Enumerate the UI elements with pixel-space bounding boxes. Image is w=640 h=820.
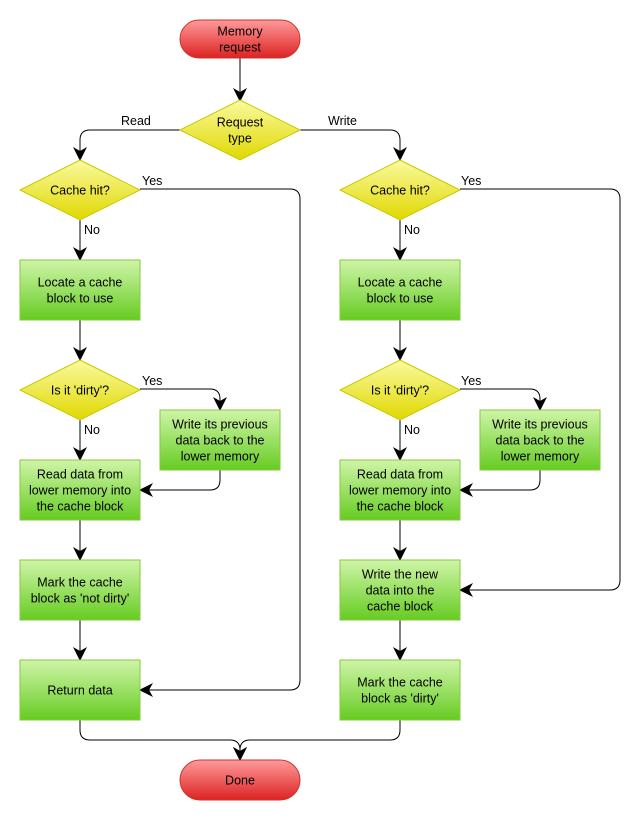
text-line: Write its previous (492, 418, 588, 432)
label-write-hit-yes: Yes (461, 174, 481, 188)
label-write-dirty-yes: Yes (461, 374, 481, 388)
edge-write-writeback-to-readdata (459, 470, 541, 497)
text-line: Is it 'dirty'? (51, 384, 109, 398)
process-write-locate-text: Locate a cache block to use (358, 276, 443, 306)
process-write-locate: Locate a cache block to use (339, 259, 461, 321)
edge-read-dirty-yes (140, 388, 227, 411)
text-line: block to use (47, 292, 114, 306)
label-read: Read (121, 114, 151, 128)
process-write-newdata: Write the new data into the cache block (339, 559, 461, 621)
decision-write-dirty: Is it 'dirty'? (338, 359, 462, 421)
decision-request-type: Request type (178, 99, 302, 161)
text-line: Return data (47, 684, 112, 698)
label-write: Write (328, 114, 357, 128)
decision-read-dirty: Is it 'dirty'? (18, 359, 142, 421)
terminal-done: Done (179, 759, 301, 801)
terminal-start-text: Memory request (217, 25, 263, 55)
text-line: the cache block (37, 500, 125, 514)
edge-read (73, 129, 180, 161)
text-line: Request (217, 116, 264, 130)
edge-write (300, 129, 407, 161)
text-line: Is it 'dirty'? (371, 384, 429, 398)
text-line: block as 'not dirty' (31, 592, 130, 606)
label-write-hit-no: No (404, 223, 420, 237)
text-line: block to use (367, 292, 434, 306)
label-read-hit-yes: Yes (142, 174, 162, 188)
edges (73, 58, 621, 761)
process-read-return: Return data (19, 659, 141, 721)
text-line: lower memory (181, 450, 260, 464)
decision-write-dirty-text: Is it 'dirty'? (371, 384, 429, 398)
edge-write-dirty-yes (460, 388, 547, 411)
text-line: Done (225, 774, 255, 788)
process-read-mark-text: Mark the cache block as 'not dirty' (31, 576, 130, 606)
edge-labels: Read Write Yes No Yes No Yes No Yes No (84, 114, 481, 437)
process-read-readdata: Read data from lower memory into the cache… (19, 459, 141, 521)
text-line: block as 'dirty' (361, 692, 439, 706)
decision-read-cache-hit: Cache hit? (18, 159, 142, 221)
text-line: cache block (367, 600, 434, 614)
process-write-writeback: Write its previous data back to the lower … (479, 409, 601, 471)
text-line: data back to the (176, 434, 265, 448)
process-write-mark-text: Mark the cache block as 'dirty' (357, 676, 443, 706)
process-read-readdata-text: Read data from lower memory into the cache… (29, 468, 131, 514)
process-read-writeback-text: Write its previous data back to the lower … (172, 418, 268, 464)
process-write-writeback-text: Write its previous data back to the lower … (492, 418, 588, 464)
text-line: data into the (366, 584, 435, 598)
process-write-newdata-text: Write the new data into the cache block (362, 568, 439, 614)
edge-read-writeback-to-readdata (139, 470, 221, 497)
decision-request-type-text: Request type (217, 116, 264, 146)
text-line: lower memory into (349, 484, 451, 498)
edge-read-hit-yes (139, 188, 301, 697)
process-read-mark: Mark the cache block as 'not dirty' (19, 559, 141, 621)
text-line: Mark the cache (357, 676, 443, 690)
text-line: Locate a cache (38, 276, 123, 290)
terminal-start: Memory request (179, 19, 301, 59)
label-read-dirty-yes: Yes (142, 374, 162, 388)
text-line: lower memory (501, 450, 580, 464)
text-line: Read data from (37, 468, 123, 482)
label-write-dirty-no: No (404, 423, 420, 437)
label-read-dirty-no: No (84, 423, 100, 437)
label-read-hit-no: No (84, 223, 100, 237)
text-line: lower memory into (29, 484, 131, 498)
text-line: type (228, 132, 252, 146)
process-write-readdata: Read data from lower memory into the cache… (339, 459, 461, 521)
text-line: request (219, 41, 261, 55)
process-read-locate-text: Locate a cache block to use (38, 276, 123, 306)
process-read-return-text: Return data (47, 684, 112, 698)
decision-read-dirty-text: Is it 'dirty'? (51, 384, 109, 398)
text-line: Cache hit? (50, 184, 110, 198)
process-read-writeback: Write its previous data back to the lower … (159, 409, 281, 471)
text-line: Cache hit? (370, 184, 430, 198)
edge-write-mark-to-done (233, 720, 401, 761)
process-write-mark: Mark the cache block as 'dirty' (339, 659, 461, 721)
process-read-locate: Locate a cache block to use (19, 259, 141, 321)
text-line: Read data from (357, 468, 443, 482)
text-line: Memory (217, 25, 263, 39)
text-line: Locate a cache (358, 276, 443, 290)
decision-write-cache-hit-text: Cache hit? (370, 184, 430, 198)
text-line: Write its previous (172, 418, 268, 432)
process-write-readdata-text: Read data from lower memory into the cache… (349, 468, 451, 514)
text-line: Write the new (362, 568, 439, 582)
text-line: Mark the cache (37, 576, 123, 590)
text-line: the cache block (357, 500, 445, 514)
text-line: data back to the (496, 434, 585, 448)
terminal-done-text: Done (225, 774, 255, 788)
edge-write-hit-yes (459, 188, 621, 597)
decision-read-cache-hit-text: Cache hit? (50, 184, 110, 198)
edge-read-return-to-done (79, 720, 247, 761)
decision-write-cache-hit: Cache hit? (338, 159, 462, 221)
